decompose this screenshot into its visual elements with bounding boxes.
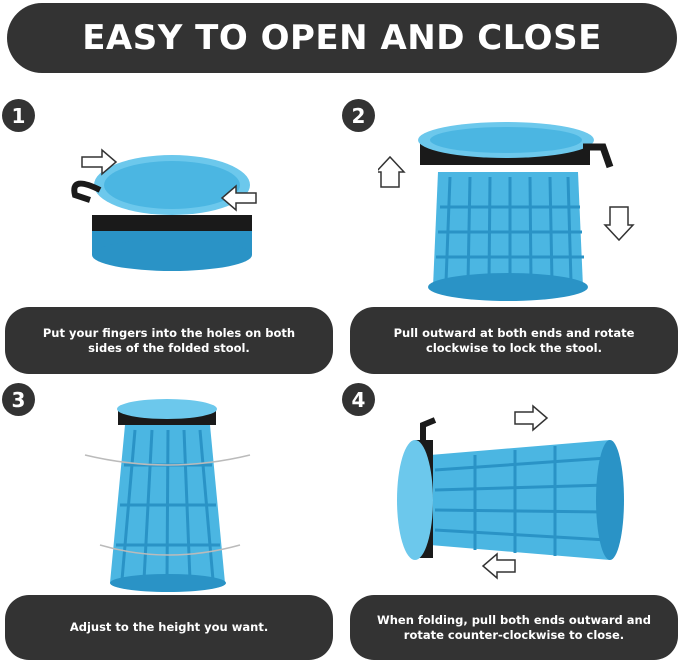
folding-stool-image (385, 400, 645, 590)
step-2-caption: Pull outward at both ends and rotate clo… (350, 307, 678, 374)
extended-stool-image (80, 395, 270, 595)
step-3-badge: 3 (2, 383, 35, 416)
title-banner: EASY TO OPEN AND CLOSE (7, 3, 677, 73)
step-1-badge: 1 (2, 99, 35, 132)
page-title: EASY TO OPEN AND CLOSE (82, 18, 602, 58)
step-3-caption: Adjust to the height you want. (5, 595, 333, 660)
step-4-caption: When folding, pull both ends outward and… (350, 595, 678, 660)
step-2-badge: 2 (342, 99, 375, 132)
step-4-badge: 4 (342, 383, 375, 416)
opening-stool-image (378, 112, 638, 312)
folded-stool-image (60, 145, 270, 275)
step-1-caption: Put your fingers into the holes on both … (5, 307, 333, 374)
